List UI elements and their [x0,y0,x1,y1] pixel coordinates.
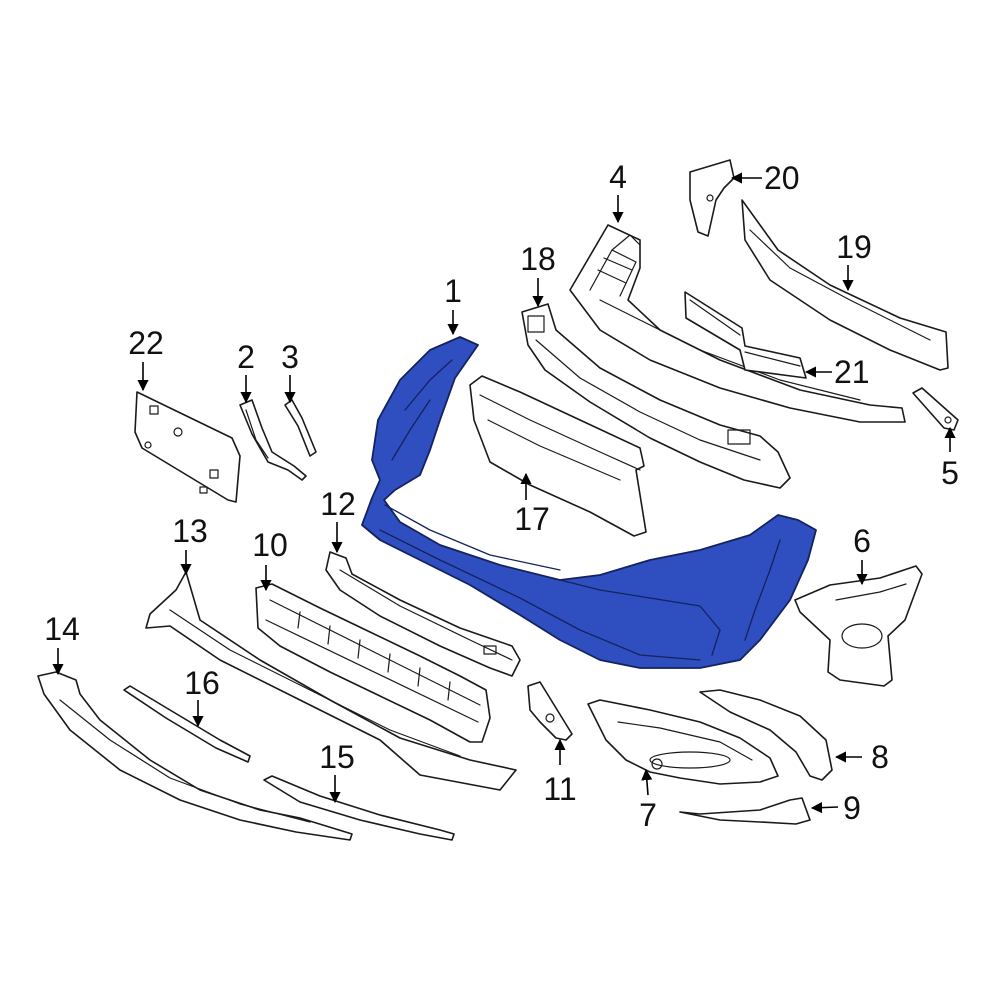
part-5-small-bracket[interactable] [912,387,959,431]
part-7-fog-bezel[interactable] [587,699,779,785]
part-10-grille[interactable] [255,583,491,743]
part-17-absorber[interactable] [469,375,647,537]
part-4-upper-absorber[interactable] [569,224,906,423]
callout-5: 5 [941,455,959,491]
callout-18: 18 [520,241,556,277]
part-2-bracket[interactable] [239,399,307,481]
callout-19: 19 [836,229,872,265]
callout-10: 10 [252,527,288,563]
part-12-reinforcement[interactable] [325,551,521,677]
part-8-side-cover[interactable] [699,689,833,781]
part-16-strip[interactable] [123,685,251,763]
callout-13: 13 [172,513,208,549]
callout-17: 17 [514,501,550,537]
part-22-license-bracket[interactable] [134,391,241,503]
callout-2: 2 [237,339,255,375]
part-6-side-bracket[interactable] [794,565,923,687]
callout-20: 20 [764,160,800,196]
part-15-strip[interactable] [263,775,455,841]
callout-labels: 1 2 3 4 5 6 7 8 9 10 11 12 13 14 15 16 1… [44,159,959,833]
leader-lines [52,172,956,814]
callout-14: 14 [44,611,80,647]
callout-21: 21 [834,354,870,390]
part-19-upper-trim[interactable] [741,199,949,371]
callout-15: 15 [319,739,355,775]
callout-11: 11 [543,771,576,807]
part-20-corner-cap[interactable] [689,159,735,237]
callout-7: 7 [639,797,657,833]
callout-9: 9 [843,790,861,826]
part-9-trim-strip[interactable] [679,797,811,825]
part-18-upper-support[interactable] [521,303,791,489]
callout-1: 1 [444,273,462,309]
part-21-foam-block[interactable] [684,291,807,379]
part-1-bumper-cover[interactable] [361,336,817,669]
callout-3: 3 [281,339,299,375]
callout-22: 22 [128,325,164,361]
callout-8: 8 [871,739,889,775]
callout-6: 6 [853,523,871,559]
callout-12: 12 [320,486,356,522]
callout-16: 16 [184,665,220,701]
part-11-small-bracket[interactable] [527,681,573,741]
part-14-lower-trim[interactable] [37,671,353,841]
part-3-strip[interactable] [284,399,317,457]
callout-4: 4 [609,159,627,195]
part-13-lower-valance[interactable] [145,571,517,791]
